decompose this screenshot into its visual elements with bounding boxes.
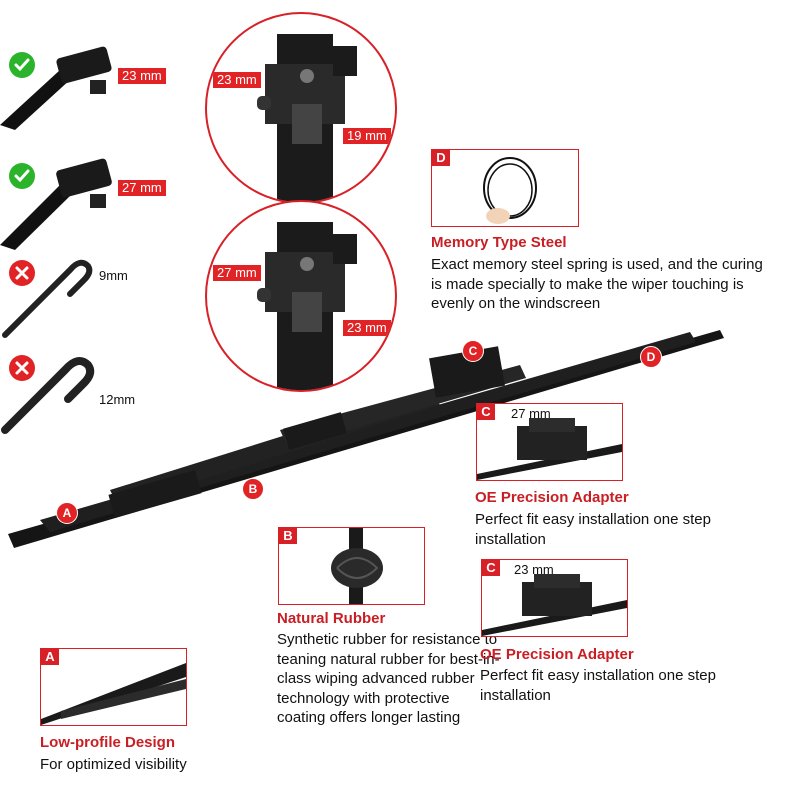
feature-badge-c: C [477,404,495,420]
blade-pin-a: A [56,502,78,524]
blade-pin-c: C [462,340,484,362]
feature-badge-a: A [41,649,59,665]
feature-title: Memory Type Steel [431,234,567,251]
feature-description: Perfect fit easy installation one step i… [475,511,711,548]
cross-icon [9,355,35,381]
feature-title: Natural Rubber [277,610,386,627]
adapter-size-label: 23 mm [514,562,554,577]
memory-steel-image-frame [431,149,579,227]
zoom-inner-width-label: 23 mm [343,320,391,336]
check-icon [9,163,35,189]
adapter-23mm-image-frame: 23 mm [481,559,628,637]
feature-title: OE Precision Adapter [480,646,634,663]
u-hook-9mm-image [2,259,93,338]
hook-arm-23mm-image [0,46,112,130]
feature-description: Exact memory steel spring is used, and t… [431,256,763,312]
zoom-outer-width-label: 23 mm [213,72,261,88]
low-profile-image-frame [40,648,187,726]
check-icon [9,52,35,78]
feature-title: Low-profile Design [40,734,175,751]
adapter-27mm-image-frame: 27 mm [476,403,623,481]
adapter-zoom-bottom: 27 mm 23 mm [205,200,397,392]
hook-arm-27mm-image [0,158,112,250]
feature-title: OE Precision Adapter [475,489,629,506]
feature-description: Perfect fit easy installation one step i… [480,667,716,704]
connector-size-label: 9mm [95,268,132,284]
feature-badge-c: C [482,560,500,576]
rubber-image-frame [278,527,425,605]
wiper-blade-image [8,330,724,548]
u-hook-12mm-image [1,357,95,434]
connector-size-label: 23 mm [118,68,166,84]
blade-pin-d: D [640,346,662,368]
feature-description: For optimized visibility [40,756,187,773]
adapter-zoom-top: 23 mm 19 mm [205,12,397,204]
adapter-size-label: 27 mm [511,406,551,421]
zoom-outer-width-label: 27 mm [213,265,261,281]
feature-badge-b: B [279,528,297,544]
feature-description: Synthetic rubber for resistance to teani… [277,631,500,726]
cross-icon [9,260,35,286]
connector-size-label: 12mm [95,392,140,408]
feature-badge-d: D [432,150,450,166]
connector-size-label: 27 mm [118,180,166,196]
blade-pin-b: B [242,478,264,500]
zoom-inner-width-label: 19 mm [343,128,391,144]
